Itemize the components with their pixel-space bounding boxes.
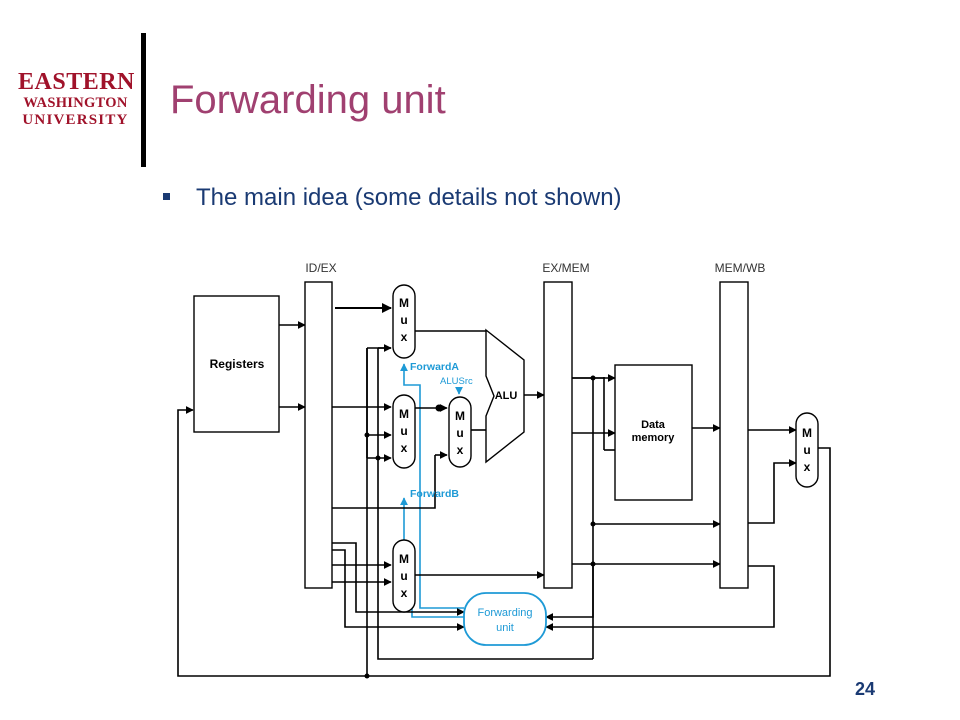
mux-letter: u	[400, 569, 407, 583]
mux-letter: x	[401, 330, 408, 344]
page-number: 24	[855, 679, 876, 699]
mux-letter: u	[400, 313, 407, 327]
junction-dots	[364, 375, 596, 679]
idex-label: ID/EX	[305, 261, 336, 275]
data-memory-label-2: memory	[632, 432, 676, 444]
forward-a-label: ForwardA	[410, 361, 459, 373]
bullet-item: The main idea (some details not shown)	[163, 184, 622, 212]
title-divider	[141, 33, 146, 167]
logo-line-3: UNIVERSITY	[22, 111, 129, 128]
memwb-label: MEM/WB	[715, 261, 766, 275]
mux-letter: M	[399, 552, 409, 566]
data-wires	[177, 303, 831, 677]
logo-line-2: WASHINGTON	[23, 95, 128, 111]
mux-letter: u	[803, 443, 810, 457]
forwarding-unit-label-2: unit	[496, 622, 514, 634]
mux-letter: x	[401, 441, 408, 455]
forwarding-unit-block	[463, 592, 547, 646]
bullet-text: The main idea (some details not shown)	[196, 184, 622, 211]
mux-letter: x	[457, 443, 464, 457]
mux-regdst: M u x	[392, 539, 416, 613]
alu-label: ALU	[495, 390, 518, 402]
mux-letter: x	[401, 586, 408, 600]
registers-block	[193, 295, 280, 433]
university-logo: EASTERN WASHINGTON UNIVERSITY	[18, 69, 135, 128]
mux-letter: M	[802, 426, 812, 440]
mux-letter: M	[455, 409, 465, 423]
mux-letter: u	[400, 424, 407, 438]
registers-label: Registers	[210, 357, 265, 371]
mux-alusrc: M u x	[448, 396, 472, 468]
data-memory-label-1: Data	[641, 419, 666, 431]
mux-forward-b: M u x	[392, 394, 416, 469]
slide-title: Forwarding unit	[170, 78, 446, 122]
alu-block	[485, 328, 525, 464]
mux-writeback: M u x	[795, 412, 819, 488]
exmem-register	[543, 281, 573, 589]
data-memory-block	[614, 364, 693, 501]
mux-letter: M	[399, 296, 409, 310]
logo-line-1: EASTERN	[18, 69, 135, 95]
idex-register	[304, 281, 333, 589]
forwarding-unit-label-1: Forwarding	[477, 607, 532, 619]
mux-letter: M	[399, 407, 409, 421]
mux-letter: u	[456, 426, 463, 440]
mux-forward-a: M u x	[392, 284, 416, 359]
memwb-register	[719, 281, 749, 589]
exmem-label: EX/MEM	[542, 261, 589, 275]
mux-letter: x	[804, 460, 811, 474]
bullet-square-icon	[163, 193, 170, 201]
forward-b-label: ForwardB	[410, 488, 459, 500]
alusrc-label: ALUSrc	[440, 376, 473, 387]
